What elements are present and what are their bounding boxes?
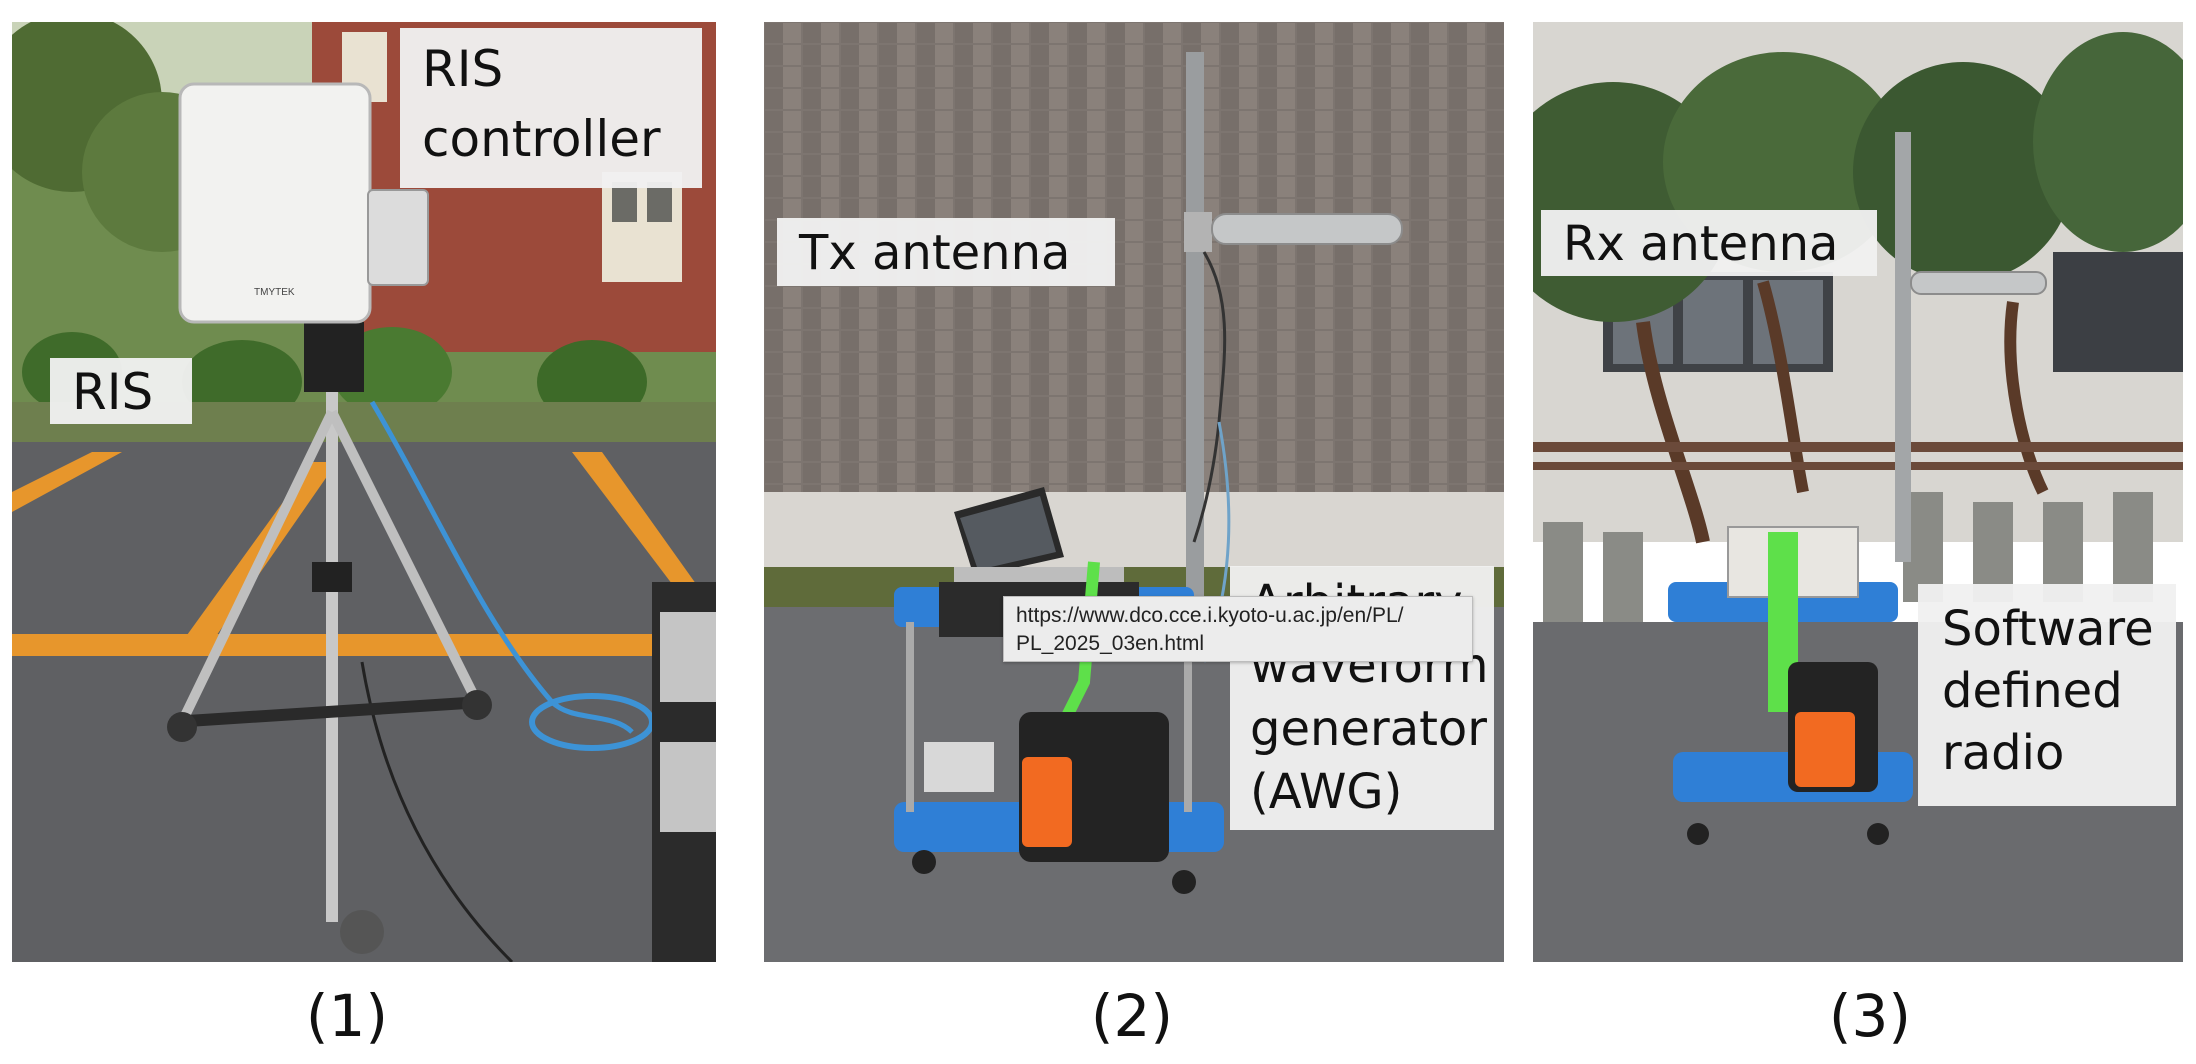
caption-panel-1: (1)	[305, 982, 389, 1050]
label-ris-controller: RIS controller	[400, 28, 702, 188]
rx-antenna	[1910, 271, 2047, 295]
label-rx-antenna: Rx antenna	[1541, 210, 1877, 276]
ris-brand-text: TMYTEK	[254, 287, 295, 298]
label-ris: RIS	[50, 358, 192, 424]
url-tooltip: https://www.dco.cce.i.kyoto-u.ac.jp/en/P…	[1003, 596, 1473, 662]
rx-scene	[1533, 22, 2183, 962]
ris-controller-box	[367, 189, 429, 286]
photo-rx-setup	[1533, 22, 2183, 962]
label-sdr: Software defined radio	[1918, 584, 2176, 806]
caption-panel-2: (2)	[1090, 982, 1174, 1050]
tx-antenna	[1211, 213, 1403, 245]
caption-panel-3: (3)	[1828, 982, 1912, 1050]
parking-lot	[12, 442, 716, 962]
label-tx-antenna: Tx antenna	[777, 218, 1115, 286]
